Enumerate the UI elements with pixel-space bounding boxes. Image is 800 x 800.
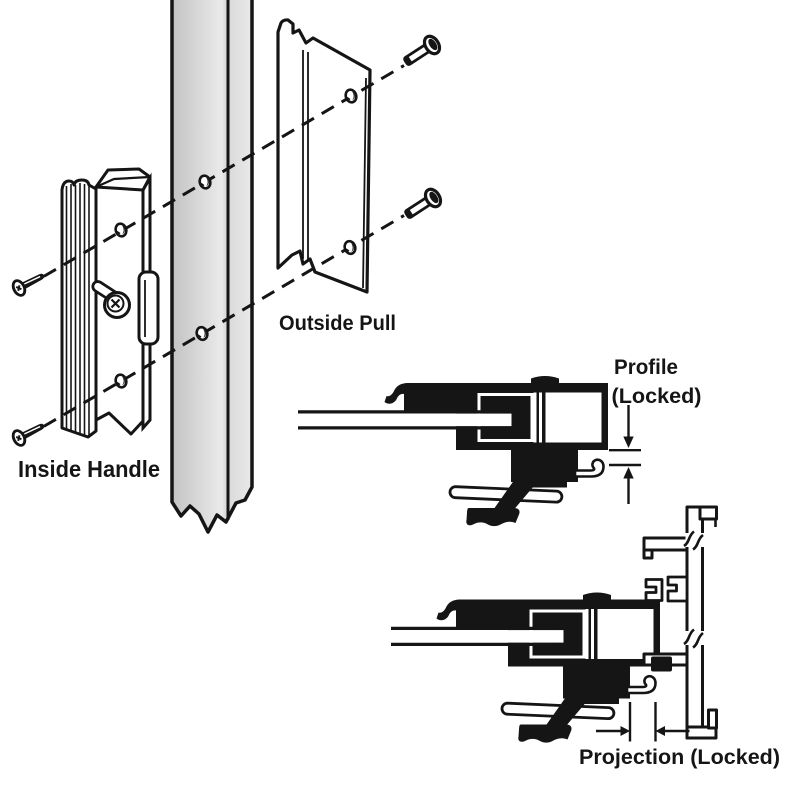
projection-locked-cross-section (344, 505, 718, 745)
jamb-interlock (644, 578, 664, 602)
projection-locked-label: Projection (Locked) (579, 745, 780, 769)
mounting-screw-left-upper (9, 266, 49, 299)
profile-locked-cross-section (296, 374, 641, 528)
inside-handle-label: Inside Handle (18, 456, 160, 482)
profile-dimension-arrows (609, 405, 641, 504)
mounting-screw-right-upper (398, 31, 445, 73)
mounting-screw-left-lower (9, 416, 49, 449)
outside-pull-plate (276, 18, 372, 294)
outside-pull-label: Outside Pull (279, 311, 396, 335)
profile-locked-label-line1: Profile (614, 356, 678, 379)
handle-keeper (137, 270, 160, 346)
alignment-dashed-line-lower (23, 214, 405, 440)
door-stile (170, 0, 254, 534)
mounting-screw-right-lower (399, 184, 446, 226)
jamb-profile (642, 505, 718, 740)
alignment-dashed-line-upper (23, 64, 405, 290)
profile-locked-label-line2: (Locked) (612, 385, 702, 408)
projection-dimension-arrows (596, 702, 690, 742)
inside-handle (60, 167, 160, 439)
